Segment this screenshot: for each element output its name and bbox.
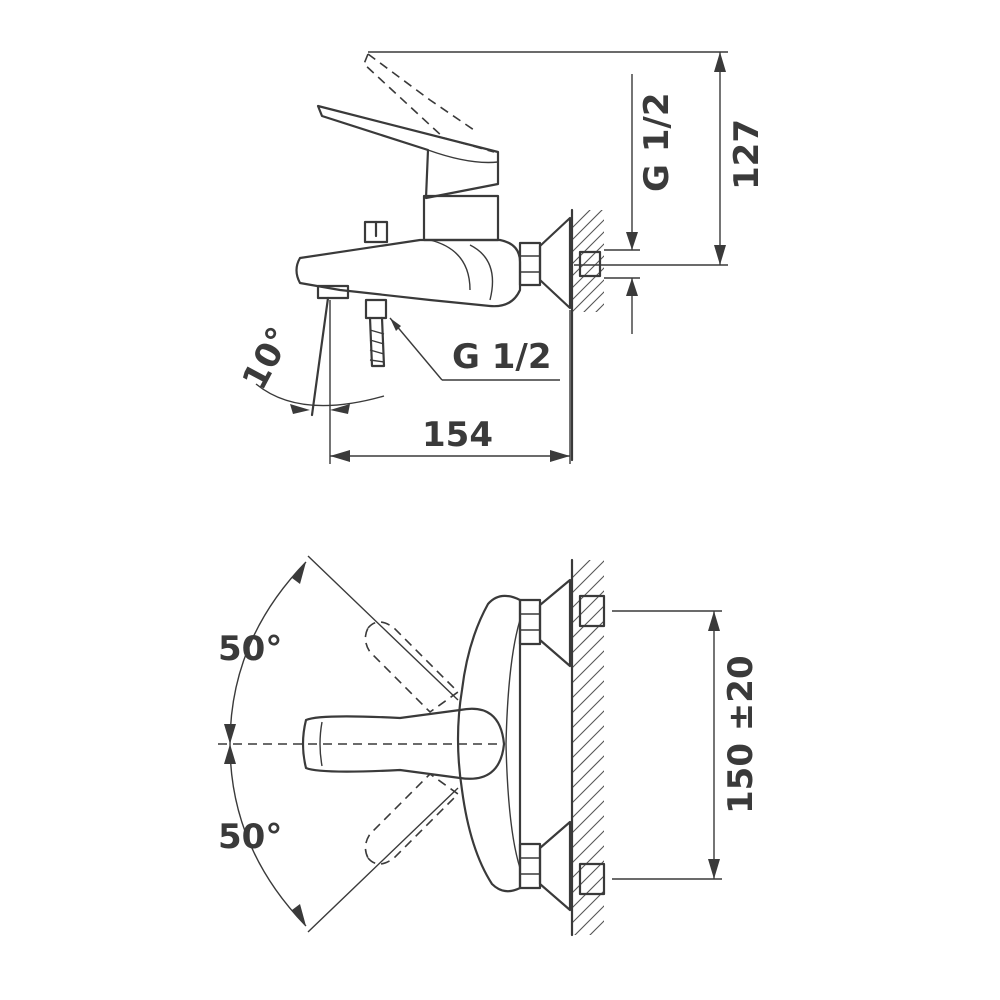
side-view: G 1/2 127 G 1/2 154 10° [235,51,767,464]
side-thread-outlet-label: G 1/2 [452,337,551,377]
wall-hatch-top [572,560,604,935]
top-angle-lower-label: 50° [218,817,282,857]
top-spacing-dim-label: 150 ±20 [721,655,761,814]
wall-hatch-side [572,210,604,312]
side-depth-dim-label: 154 [422,415,493,455]
side-thread-inlet-label: G 1/2 [637,93,677,192]
top-angle-upper-label: 50° [218,629,282,669]
side-height-dim-label: 127 [727,119,767,190]
side-angle-label: 10° [235,321,301,397]
top-view: 50° 50° 150 ±20 [218,555,761,937]
